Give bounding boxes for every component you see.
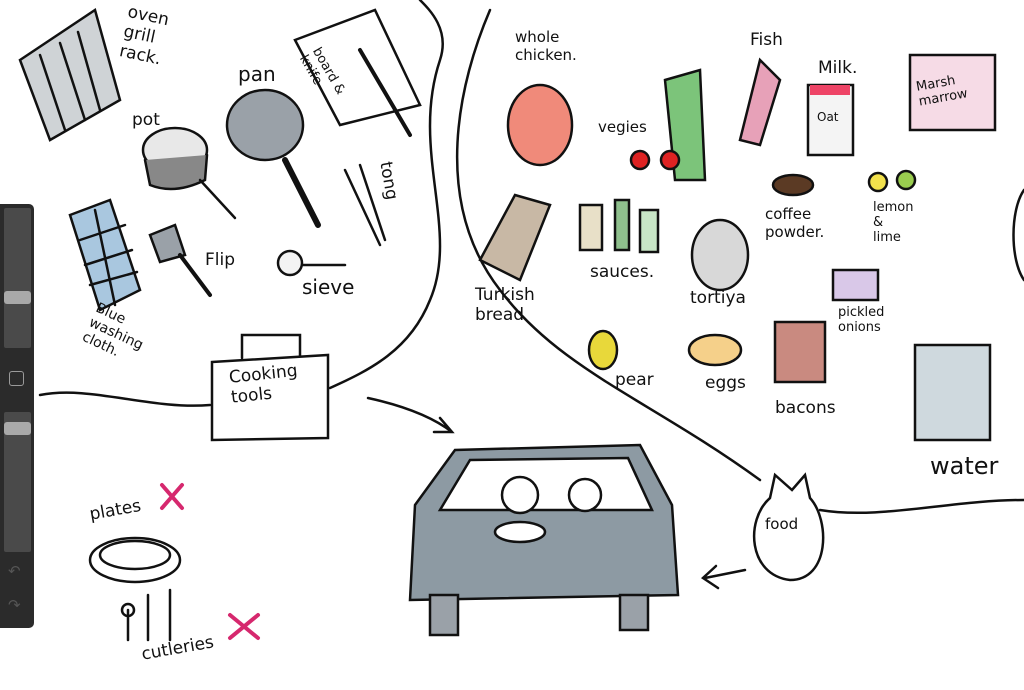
brush-size-slider[interactable] bbox=[4, 208, 31, 348]
label-pear: pear bbox=[615, 370, 654, 390]
modify-square-button[interactable] bbox=[9, 371, 24, 386]
vegies-drawing bbox=[629, 68, 707, 182]
label-flip: Flip bbox=[205, 250, 236, 270]
divider-line-right bbox=[455, 8, 1024, 515]
tong-drawing bbox=[343, 163, 387, 247]
pear-drawing bbox=[587, 329, 619, 371]
car-drawing bbox=[408, 443, 680, 637]
plates-drawing bbox=[88, 536, 182, 584]
label-fish: Fish bbox=[750, 30, 783, 50]
milk-drawing bbox=[806, 83, 855, 157]
arrow-from-food bbox=[700, 564, 747, 590]
redo-icon[interactable]: ↷ bbox=[8, 596, 21, 614]
opacity-thumb[interactable] bbox=[4, 422, 31, 436]
cross-mark-cutleries bbox=[228, 613, 260, 640]
sieve-drawing bbox=[276, 249, 347, 277]
eggs-drawing bbox=[687, 333, 743, 367]
marshmallow-drawing bbox=[908, 53, 997, 132]
label-sieve: sieve bbox=[302, 275, 355, 299]
flip-drawing bbox=[148, 223, 212, 297]
opacity-slider[interactable] bbox=[4, 412, 31, 552]
food-bag-drawing bbox=[752, 472, 825, 582]
label-tortiya: tortiya bbox=[690, 288, 746, 308]
tortiya-drawing bbox=[690, 218, 750, 292]
label-cooking-tools: Cooking tools bbox=[228, 360, 299, 408]
cloth-drawing bbox=[68, 198, 142, 312]
divider-line-edge bbox=[1012, 188, 1024, 282]
turkish-bread-drawing bbox=[478, 193, 552, 282]
label-water: water bbox=[930, 452, 999, 480]
cutleries-drawing bbox=[120, 588, 172, 642]
arrow-to-car bbox=[366, 396, 455, 434]
label-milk: Milk. bbox=[818, 58, 858, 78]
cross-mark-plates bbox=[160, 483, 184, 510]
label-eggs: eggs bbox=[705, 373, 746, 393]
undo-icon[interactable]: ↶ bbox=[8, 562, 21, 580]
whole-chicken-drawing bbox=[506, 83, 574, 167]
pot-drawing bbox=[141, 126, 237, 220]
label-sauces: sauces. bbox=[590, 262, 655, 282]
oven-rack-drawing bbox=[18, 8, 122, 142]
coffee-drawing bbox=[771, 173, 815, 197]
label-pan: pan bbox=[238, 62, 276, 86]
label-milk-carton: Oat bbox=[817, 110, 839, 124]
water-drawing bbox=[913, 343, 992, 442]
label-whole-chicken: whole chicken. bbox=[515, 28, 577, 64]
label-pickled-onions: pickled onions bbox=[838, 305, 885, 335]
divider-line-left bbox=[38, 0, 444, 407]
label-food: food bbox=[765, 515, 799, 533]
label-bacons: bacons bbox=[775, 398, 836, 418]
sauces-drawing bbox=[578, 198, 660, 254]
fish-drawing bbox=[738, 57, 782, 147]
label-lemon-lime: lemon & lime bbox=[873, 200, 914, 245]
label-pot: pot bbox=[132, 110, 160, 130]
cooking-tools-box bbox=[210, 333, 330, 442]
bacons-drawing bbox=[773, 320, 827, 384]
lemon-lime-drawing bbox=[867, 169, 917, 193]
brush-sidebar: ↶ ↷ bbox=[0, 204, 34, 628]
board-knife-drawing bbox=[293, 8, 422, 137]
label-vegies: vegies bbox=[598, 118, 647, 136]
pan-drawing bbox=[225, 88, 321, 228]
pickled-onions-drawing bbox=[831, 268, 880, 302]
label-coffee: coffee powder. bbox=[765, 205, 825, 241]
brush-size-thumb[interactable] bbox=[4, 290, 31, 304]
label-turkish-bread: Turkish bread bbox=[475, 285, 535, 325]
